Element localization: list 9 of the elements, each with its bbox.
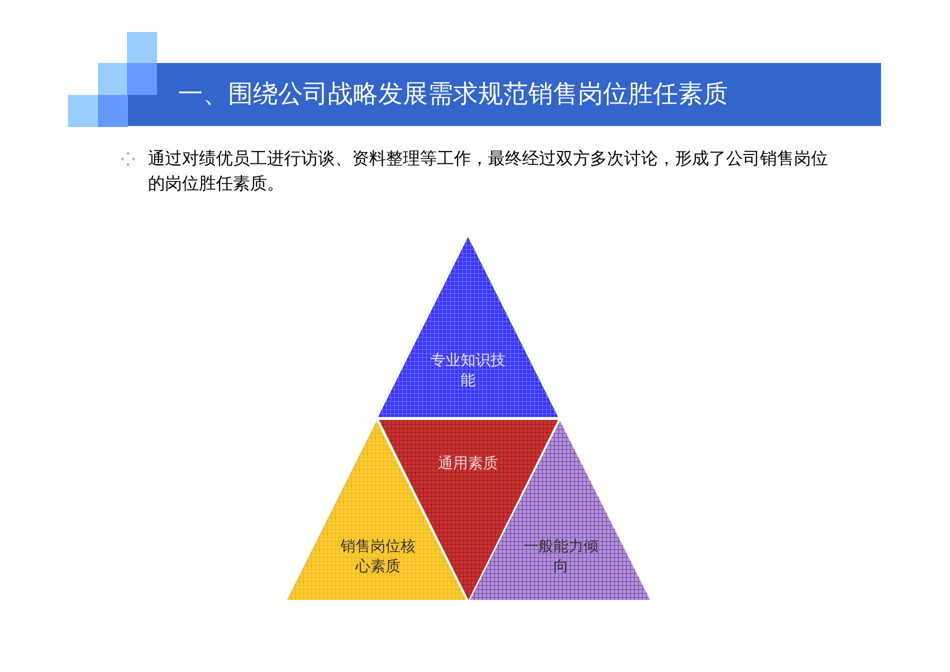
segment-label: 销售岗位核心素质 (340, 536, 416, 576)
segment-label: 一般能力倾向 (522, 536, 600, 576)
pyramid-triangle (378, 237, 558, 417)
segment-label: 专业知识技能 (430, 350, 506, 390)
segment-label: 通用素质 (437, 453, 499, 473)
pyramid-triangle (470, 421, 650, 600)
bullet-text: 通过对绩优员工进行访谈、资料整理等工作，最终经过双方多次讨论，形成了公司销售岗位的岗位胜任素质。 (148, 148, 828, 196)
pyramid-triangle (287, 421, 466, 600)
title: 一、围绕公司战略发展需求规范销售岗位胜任素质 (178, 78, 728, 110)
